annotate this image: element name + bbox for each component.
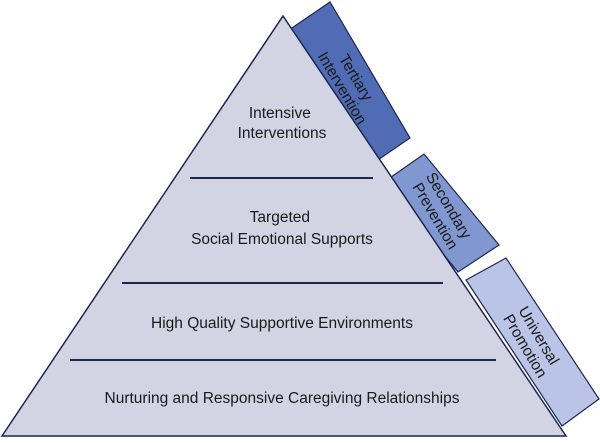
tier-environments-label: High Quality Supportive Environments bbox=[151, 315, 413, 332]
pyramid-triangle bbox=[0, 14, 568, 437]
tier-targeted-line-1: Targeted bbox=[250, 209, 310, 226]
side-band-universal-shape bbox=[465, 257, 600, 427]
tier-intensive-line-1: Intensive bbox=[249, 105, 311, 122]
tier-environments-line-1: High Quality Supportive Environments bbox=[151, 315, 413, 332]
tier-targeted-label: Targeted Social Emotional Supports bbox=[191, 209, 373, 248]
tier-intensive-label: Intensive Interventions bbox=[238, 105, 327, 142]
tier-targeted-line-2: Social Emotional Supports bbox=[191, 231, 373, 248]
tier-intensive-line-2: Interventions bbox=[238, 125, 327, 142]
tier-relationships-line-1: Nurturing and Responsive Caregiving Rela… bbox=[105, 390, 460, 407]
tier-relationships-label: Nurturing and Responsive Caregiving Rela… bbox=[105, 390, 460, 407]
